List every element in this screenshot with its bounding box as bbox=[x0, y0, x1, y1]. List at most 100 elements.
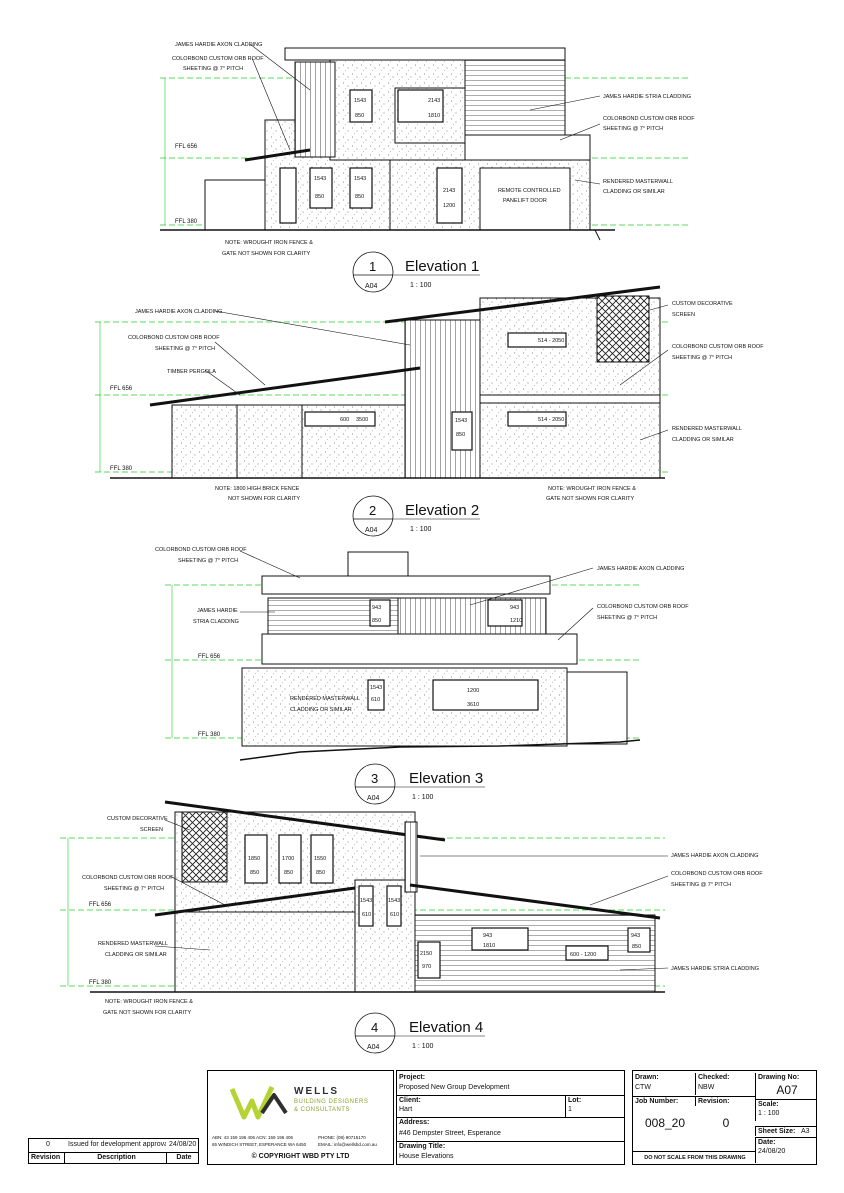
lower-wall bbox=[174, 911, 356, 993]
axon-label: JAMES HARDIE AXON CLADDING bbox=[671, 853, 758, 859]
side-wall bbox=[566, 671, 628, 745]
ffl-lower-label: FFL 380 bbox=[175, 219, 198, 225]
ffl-upper-label: FFL 656 bbox=[89, 902, 112, 908]
garage-door-label-1: REMOTE CONTROLLED bbox=[498, 188, 561, 194]
win-label: 3610 bbox=[467, 702, 479, 708]
win-label: 943 bbox=[372, 605, 381, 611]
drawn-value: CTW bbox=[635, 1084, 651, 1091]
screen-label-1: CUSTOM DECORATIVE bbox=[672, 301, 733, 307]
leader-lines bbox=[154, 819, 669, 971]
roof2-label-1: COLORBOND CUSTOM ORB ROOF bbox=[603, 116, 695, 122]
win-label: 1543 bbox=[314, 176, 326, 182]
revision-row-revision: 0 bbox=[46, 1141, 50, 1148]
elevation-tag-1: 1 A04 Elevation 1 1 : 100 bbox=[352, 251, 480, 293]
elevation-1: FFL 656 FFL 380 1543 850 2143 1810 15 bbox=[160, 42, 695, 293]
tag-number: 4 bbox=[371, 1020, 378, 1035]
roof-label-2: SHEETING @ 7° PITCH bbox=[183, 66, 243, 72]
scale-label: Scale: bbox=[755, 1099, 816, 1109]
upper-roof-fascia bbox=[261, 575, 551, 595]
roof-fascia bbox=[284, 47, 566, 61]
win-label: 2143 bbox=[428, 98, 440, 104]
win-label: 850 bbox=[355, 113, 364, 119]
lower-roof-right bbox=[409, 883, 661, 920]
stria-label: JAMES HARDIE STRIA CLADDING bbox=[671, 966, 759, 972]
checked-value: NBW bbox=[695, 1083, 755, 1095]
date-value: 24/08/20 bbox=[755, 1147, 816, 1163]
drawing-number-label: Drawing No: bbox=[755, 1073, 816, 1083]
roof-band bbox=[464, 134, 591, 161]
leader-lines bbox=[239, 550, 594, 641]
date-label: Date: bbox=[755, 1137, 816, 1147]
ground-line bbox=[239, 739, 641, 761]
ffl-lower-label: FFL 380 bbox=[89, 980, 112, 986]
sheet-size-label: Sheet Size: bbox=[755, 1126, 799, 1136]
roof-label-1: COLORBOND CUSTOM ORB ROOF bbox=[82, 875, 174, 881]
axon-label: JAMES HARDIE AXON CLADDING bbox=[175, 42, 262, 48]
win-label: 850 bbox=[632, 944, 641, 950]
revision-row-date: 24/08/20 bbox=[169, 1141, 197, 1148]
ffl-lower-label: FFL 380 bbox=[110, 466, 133, 472]
win-label: 3500 bbox=[356, 417, 368, 423]
elevation-tag-2: 2 A04 Elevation 2 1 : 100 bbox=[352, 495, 480, 537]
window-labels: 1543 850 2143 1810 1543 850 1543 850 214… bbox=[314, 98, 455, 209]
win-label: 970 bbox=[422, 964, 431, 970]
render-label-1: RENDERED MASTERWALL bbox=[672, 426, 742, 432]
win-label: 600 bbox=[340, 417, 349, 423]
revision-value: 0 bbox=[722, 1116, 730, 1130]
win-label: 850 bbox=[355, 194, 364, 200]
win-label: 850 bbox=[315, 194, 324, 200]
win-label: 943 bbox=[483, 933, 492, 939]
win-label: 1850 bbox=[248, 856, 260, 862]
note-1: NOTE: WROUGHT IRON FENCE & bbox=[225, 240, 313, 246]
elevation-3: FFL 656 FFL 380 943 850 943 1210 1543 61… bbox=[155, 547, 689, 805]
win-label: 1550 bbox=[314, 856, 326, 862]
drawing-number-value: A07 bbox=[755, 1083, 816, 1099]
fence-wall bbox=[204, 179, 266, 231]
win-label: 1543 bbox=[455, 418, 467, 424]
axon-panel bbox=[397, 597, 547, 635]
garage-door-label-2: PANELIFT DOOR bbox=[503, 198, 547, 204]
note2-1: NOTE: WROUGHT IRON FENCE & bbox=[548, 486, 636, 492]
roof-label-1: COLORBOND CUSTOM ORB ROOF bbox=[172, 56, 264, 62]
lower-roof bbox=[149, 366, 421, 407]
win-label: 1810 bbox=[428, 113, 440, 119]
roof2-label-1: COLORBOND CUSTOM ORB ROOF bbox=[597, 604, 689, 610]
note-2: GATE NOT SHOWN FOR CLARITY bbox=[103, 1010, 191, 1016]
leader-lines bbox=[249, 43, 601, 185]
upper-roof bbox=[164, 800, 446, 842]
address-label: Address: bbox=[397, 1117, 624, 1127]
win-label: 1700 bbox=[282, 856, 294, 862]
win-label: 1543 bbox=[370, 685, 382, 691]
revision-table: 0 Issued for development approval 24/08/… bbox=[28, 1138, 199, 1164]
roof-label-1: COLORBOND CUSTOM ORB ROOF bbox=[155, 547, 247, 553]
project-block: Project: Proposed New Group Development … bbox=[396, 1070, 625, 1165]
job-number-value: 008_20 bbox=[644, 1116, 686, 1130]
win-label: 2143 bbox=[443, 188, 455, 194]
note-1: NOTE: WROUGHT IRON FENCE & bbox=[105, 999, 193, 1005]
stria-panel bbox=[464, 59, 566, 136]
drawing-title-label: Drawing Title: bbox=[397, 1141, 624, 1151]
elevation-tag-3: 3 A04 Elevation 3 1 : 100 bbox=[354, 763, 485, 805]
tag-sheet: A04 bbox=[365, 527, 378, 534]
windows bbox=[367, 599, 539, 711]
render-label-2: CLADDING OR SIMILAR bbox=[290, 707, 352, 713]
axon-panel bbox=[294, 61, 336, 158]
win-label: 850 bbox=[456, 432, 465, 438]
scale-value: 1 : 100 bbox=[755, 1109, 816, 1121]
mid-roof-band bbox=[261, 633, 578, 665]
balcony-glass bbox=[394, 87, 466, 144]
stria-label: JAMES HARDIE STRIA CLADDING bbox=[603, 94, 691, 100]
win-label: 600 - 1200 bbox=[570, 952, 596, 958]
windows bbox=[279, 89, 463, 224]
tag-number: 3 bbox=[371, 771, 378, 786]
tag-sheet: A04 bbox=[367, 1044, 380, 1051]
tag-number: 2 bbox=[369, 503, 376, 518]
note-2: GATE NOT SHOWN FOR CLARITY bbox=[222, 251, 310, 257]
revision-label: Revision: bbox=[695, 1096, 755, 1106]
scale-disclaimer: DO NOT SCALE FROM THIS DRAWING bbox=[633, 1151, 755, 1163]
project-label: Project: bbox=[399, 1074, 426, 1081]
tag-title: Elevation 1 bbox=[405, 258, 479, 275]
ffl-upper-label: FFL 656 bbox=[175, 144, 198, 150]
win-label: 610 bbox=[390, 912, 399, 918]
